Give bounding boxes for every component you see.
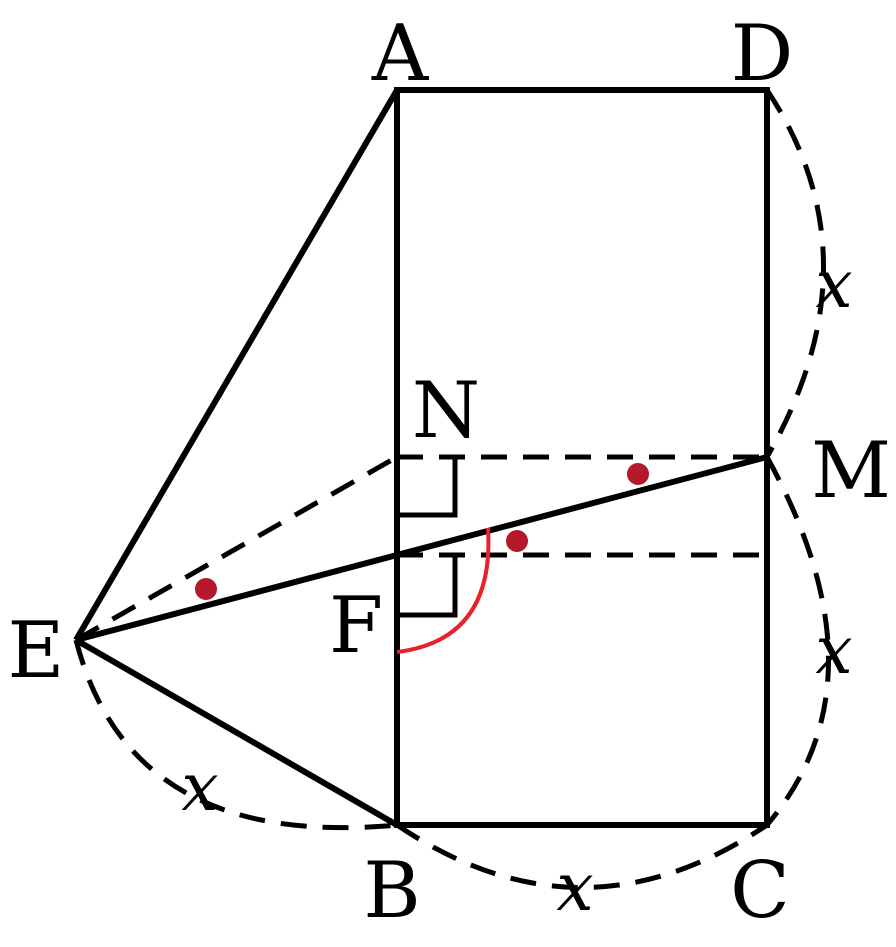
- label-f: F: [329, 581, 383, 671]
- equal-angle-dots: [195, 463, 649, 600]
- right-angle-mark-n: [397, 457, 458, 518]
- label-x-bc: x: [556, 849, 593, 926]
- label-b: B: [363, 846, 420, 936]
- dashed-lines: [74, 454, 767, 643]
- label-a: A: [371, 9, 430, 99]
- angle-arc-red: [396, 527, 491, 654]
- angle-dot-3: [506, 530, 528, 552]
- label-e: E: [8, 606, 65, 696]
- right-angle-mark-f: [397, 555, 458, 618]
- label-x-dm: x: [815, 246, 852, 323]
- solid-lines: [73, 87, 770, 828]
- arc-d-m: [764, 88, 826, 459]
- label-n: N: [412, 366, 480, 456]
- label-x-mc: x: [815, 612, 852, 689]
- point-labels: A D N M F E B C: [8, 9, 891, 936]
- segment-e-b: [74, 637, 399, 828]
- label-c: C: [730, 846, 790, 936]
- right-angle-markers: [397, 457, 458, 618]
- segment-e-a: [73, 88, 400, 642]
- label-d: D: [731, 9, 794, 99]
- arc-b-c: [395, 822, 769, 890]
- angle-dot-1: [195, 578, 217, 600]
- arc-e-b: [73, 639, 398, 831]
- side-labels: x x x x: [181, 246, 852, 926]
- label-x-eb: x: [181, 749, 218, 826]
- segment-e-m: [75, 454, 768, 643]
- angle-dot-2: [627, 463, 649, 485]
- arc-m-c: [764, 455, 831, 827]
- label-m: M: [811, 426, 891, 516]
- dashed-arcs: [73, 88, 831, 890]
- segment-e-n: [74, 454, 399, 643]
